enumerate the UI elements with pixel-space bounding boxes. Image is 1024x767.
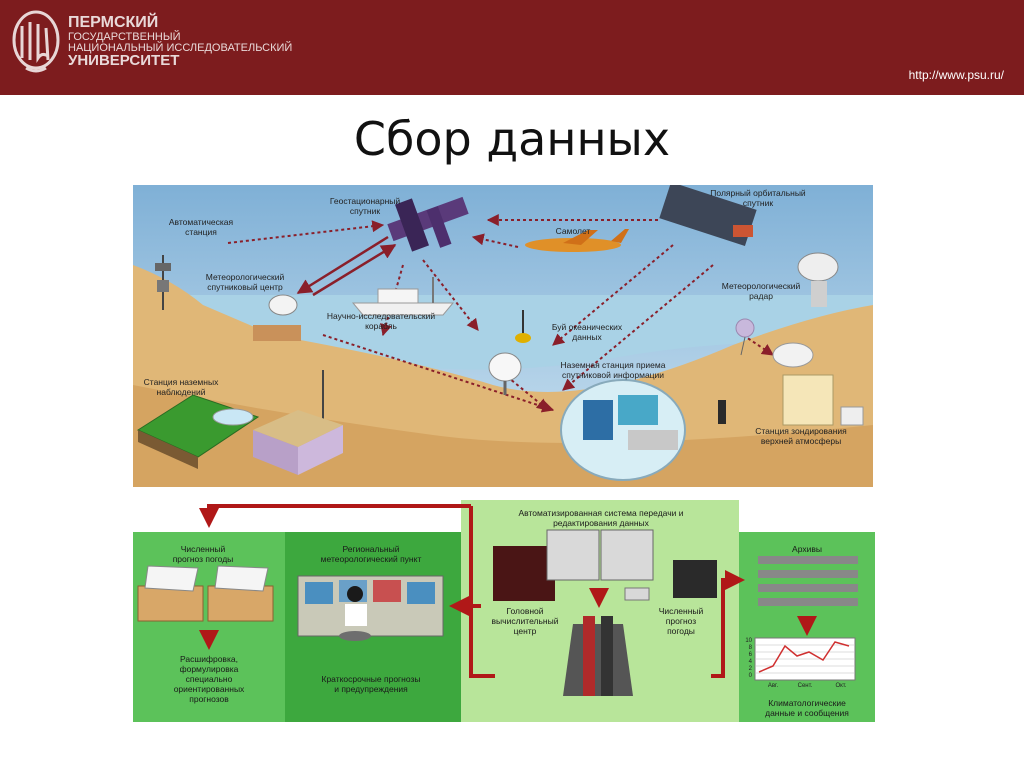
chart-y-tick: 10 xyxy=(745,638,752,644)
control-room-icon xyxy=(560,379,686,481)
nwp-block xyxy=(133,532,285,722)
university-name-line1: ПЕРМСКИЙ xyxy=(68,14,159,31)
label-airplane: Самолет xyxy=(556,226,591,236)
climate-chart: 10 8 6 4 2 0 Авг. Сент. Окт. xyxy=(745,637,856,689)
label-climate-2: данные и сообщения xyxy=(765,708,849,718)
label-surface-station-2: наблюдений xyxy=(157,387,206,397)
label-met-center-2: спутниковый центр xyxy=(207,282,283,292)
label-research-ship-1: Научно-исследовательский xyxy=(327,311,435,321)
sounding-balloon-icon xyxy=(735,318,755,356)
observation-house-icon xyxy=(253,410,343,475)
main-computer-icon xyxy=(493,529,717,696)
label-ground-station-1: Наземная станция приема xyxy=(561,360,666,370)
label-nwp2-2: прогноз xyxy=(666,616,696,626)
polar-satellite-icon xyxy=(659,185,757,246)
label-archives: Архивы xyxy=(792,544,822,554)
label-surface-station-1: Станция наземных xyxy=(144,377,219,387)
label-regional-1: Региональный xyxy=(343,544,400,554)
sounding-station-icon xyxy=(718,342,864,426)
regional-workstation-icon xyxy=(297,575,444,641)
label-nwp-title-2: прогноз погоды xyxy=(173,554,234,564)
label-ground-station-2: спутниковой информации xyxy=(562,370,664,380)
label-regional-desc-1: Краткосрочные прогнозы xyxy=(322,674,421,684)
label-polar-satellite-2: спутник xyxy=(743,198,773,208)
forecast-printout-icon xyxy=(137,565,274,622)
label-nwp-desc-1: Расшифровка, xyxy=(180,654,238,664)
label-sounding-station-2: верхней атмосферы xyxy=(761,436,841,446)
label-polar-satellite-1: Полярный орбитальный xyxy=(710,188,806,198)
ground-receiving-dish-icon xyxy=(488,352,522,395)
label-geo-satellite-1: Геостационарный xyxy=(330,196,401,206)
label-buoy-1: Буй океанических xyxy=(552,322,623,332)
label-nwp2-1: Численный xyxy=(659,606,704,616)
chart-x-tick: Авг. xyxy=(768,683,779,689)
research-ship-icon xyxy=(351,277,455,316)
ocean-buoy-icon xyxy=(515,310,531,343)
label-climate-1: Климатологические xyxy=(768,698,846,708)
slide-title: Сбор данных xyxy=(353,112,671,166)
header-bar: ПЕРМСКИЙ ГОСУДАРСТВЕННЫЙ НАЦИОНАЛЬНЫЙ ИС… xyxy=(0,0,1024,95)
chart-y-tick: 8 xyxy=(749,645,753,651)
label-nwp-desc-2: формулировка xyxy=(180,664,239,674)
satellite-center-icon xyxy=(253,294,301,341)
label-nwp-desc-3: специально xyxy=(186,674,233,684)
label-regional-2: метеорологический пункт xyxy=(321,554,422,564)
label-auto-station-1: Автоматическая xyxy=(169,217,234,227)
university-logo-icon xyxy=(12,10,60,73)
archives-shelves-icon xyxy=(758,556,858,606)
label-nwp-desc-4: ориентированных xyxy=(174,684,245,694)
label-buoy-2: данных xyxy=(572,332,602,342)
label-geo-satellite-2: спутник xyxy=(350,206,380,216)
geostationary-satellite-icon xyxy=(387,196,469,252)
weather-radar-icon xyxy=(797,252,839,307)
label-auto-system-2: редактирования данных xyxy=(553,518,650,528)
data-flow-arrows xyxy=(227,214,774,413)
label-nwp2-3: погоды xyxy=(667,626,695,636)
automatic-station-icon xyxy=(155,255,171,310)
observation-network-diagram: а xyxy=(133,185,873,487)
diagram-a-labels: Геостационарный спутник Полярный орбитал… xyxy=(144,188,847,446)
label-main-center-3: центр xyxy=(514,626,537,636)
diagram-b-labels: Численный прогноз погоды Расшифровка, фо… xyxy=(173,508,850,718)
label-auto-system-1: Автоматизированная система передачи и xyxy=(519,508,684,518)
label-met-radar-1: Метеорологический xyxy=(722,281,801,291)
label-nwp-title-1: Численный xyxy=(181,544,226,554)
processing-flow-lines xyxy=(199,504,817,678)
label-regional-desc-2: и предупреждения xyxy=(334,684,408,694)
university-name-line2: ГОСУДАРСТВЕННЫЙ xyxy=(68,31,181,43)
chart-x-tick: Окт. xyxy=(835,683,846,689)
label-research-ship-2: корабль xyxy=(365,321,397,331)
label-auto-station-2: станция xyxy=(185,227,217,237)
chart-y-tick: 6 xyxy=(749,652,753,658)
airplane-icon xyxy=(525,229,629,252)
label-sounding-station-1: Станция зондирования xyxy=(755,426,847,436)
data-processing-diagram: б xyxy=(133,500,875,722)
university-name-line3: НАЦИОНАЛЬНЫЙ ИССЛЕДОВАТЕЛЬСКИЙ xyxy=(68,42,293,54)
label-main-center-2: вычислительный xyxy=(492,616,559,626)
label-nwp-desc-5: прогнозов xyxy=(189,694,229,704)
university-url[interactable]: http://www.psu.ru/ xyxy=(908,68,1004,82)
surface-station-icon xyxy=(136,370,324,469)
label-met-radar-2: радар xyxy=(749,291,773,301)
chart-x-tick: Сент. xyxy=(798,683,813,689)
university-name-line4: УНИВЕРСИТЕТ xyxy=(68,52,180,69)
chart-y-tick: 2 xyxy=(749,666,753,672)
label-main-center-1: Головной xyxy=(506,606,543,616)
chart-y-tick: 4 xyxy=(749,659,753,665)
label-met-center-1: Метеорологический xyxy=(206,272,285,282)
chart-y-tick: 0 xyxy=(749,673,753,679)
